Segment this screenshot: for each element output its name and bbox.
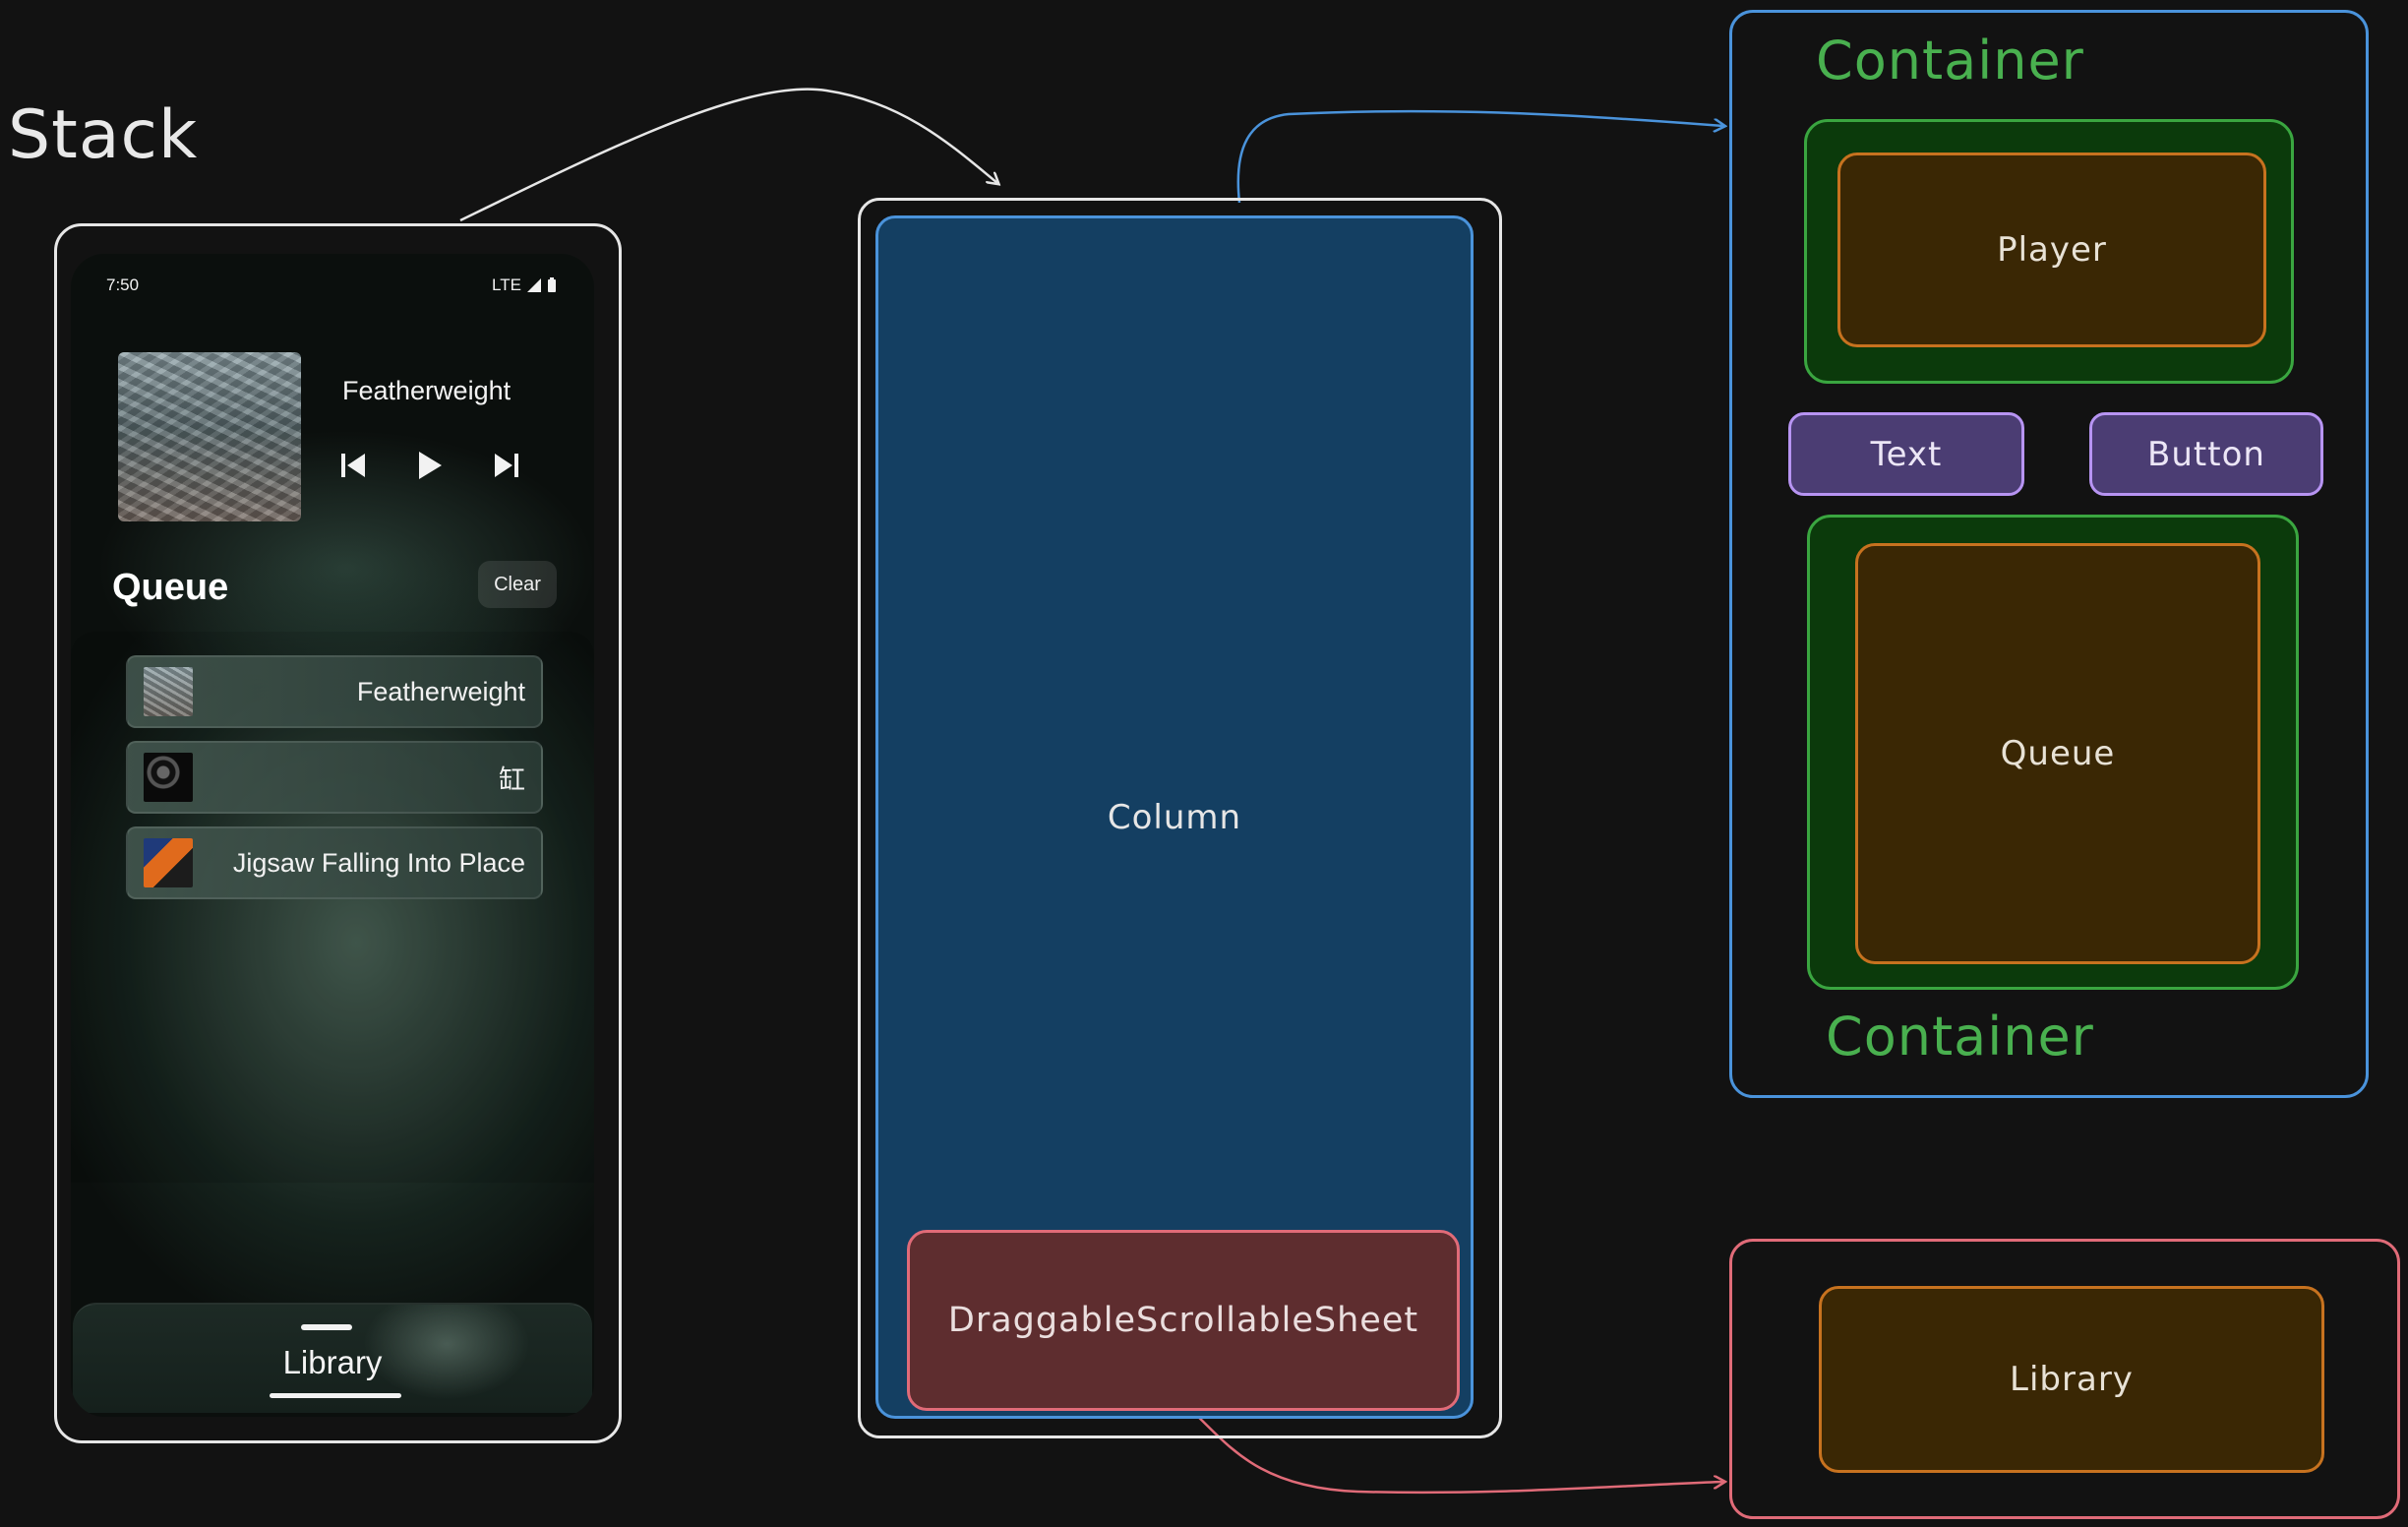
drag-handle[interactable] [301, 1324, 352, 1330]
library-box: Library [1819, 1286, 2324, 1473]
library-detail-outline [1729, 1239, 2400, 1519]
draggable-scrollable-sheet-box: DraggableScrollableSheet [907, 1230, 1460, 1411]
status-time: 7:50 [106, 275, 140, 294]
library-sheet[interactable]: Library [73, 1303, 592, 1413]
queue-item[interactable]: Featherweight [126, 655, 543, 728]
status-bar-right: LTE [492, 275, 557, 295]
arrow-column-to-container [1236, 109, 1723, 204]
stack-outline [858, 198, 1502, 1438]
phone-outline [54, 223, 622, 1443]
queue-box: Queue [1855, 543, 2260, 964]
column-label: Column [1107, 797, 1242, 837]
queue-item-thumbnail [144, 838, 193, 887]
now-playing-title: Featherweight [342, 376, 512, 405]
queue-item-title: 缸 [499, 764, 525, 795]
queue-item-title: Featherweight [356, 676, 525, 706]
album-art [118, 352, 301, 521]
draggable-scrollable-sheet-label: DraggableScrollableSheet [947, 1301, 1419, 1340]
queue-title: Queue [112, 567, 229, 608]
clear-queue-button[interactable]: Clear [478, 561, 557, 608]
play-icon[interactable] [415, 449, 445, 482]
stack-label: Stack [8, 96, 199, 174]
battery-icon [547, 277, 556, 292]
library-sheet-label: Library [282, 1344, 383, 1380]
text-box: Text [1788, 412, 2024, 496]
signal-icon [526, 278, 541, 292]
skip-next-icon[interactable] [492, 451, 521, 480]
queue-item-title: Jigsaw Falling Into Place [232, 847, 525, 878]
network-type: LTE [492, 275, 521, 294]
player-box: Player [1837, 153, 2266, 347]
queue-item-thumbnail [144, 753, 193, 802]
queue-item-thumbnail [144, 667, 193, 716]
phone-screen: 7:50 LTE Featherweight Queue Clear Feath… [71, 254, 594, 1417]
button-box: Button [2089, 412, 2323, 496]
column-box: Column [875, 215, 1474, 1419]
container-top-label: Container [1816, 30, 2084, 92]
column-detail-outline [1729, 10, 2369, 1098]
queue-item[interactable]: Jigsaw Falling Into Place [126, 826, 543, 899]
home-indicator [270, 1393, 401, 1398]
queue-item[interactable]: 缸 [126, 741, 543, 814]
container-bottom-label: Container [1826, 1006, 2094, 1068]
skip-previous-icon[interactable] [338, 451, 368, 480]
